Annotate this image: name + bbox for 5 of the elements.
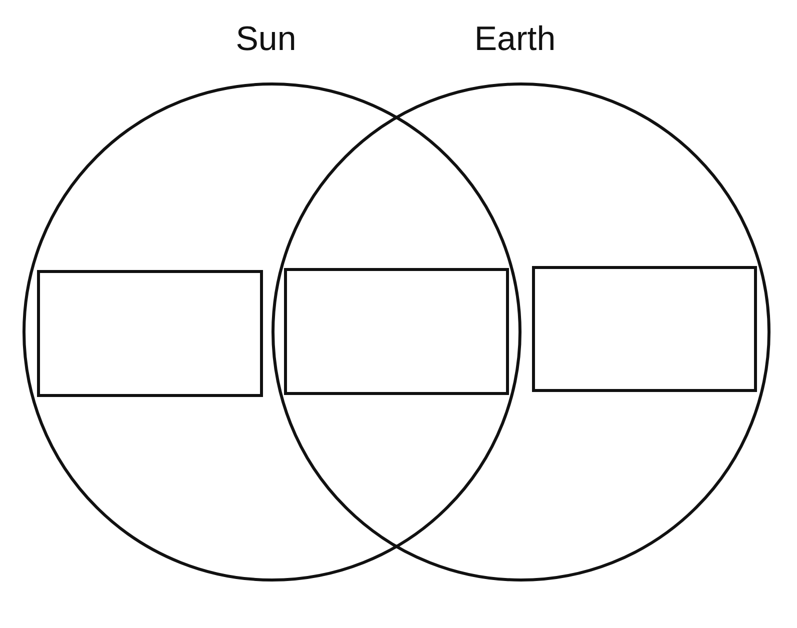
answer-box bbox=[284, 268, 509, 395]
circle-label: Earth bbox=[474, 20, 556, 59]
answer-box bbox=[532, 266, 757, 392]
answer-box bbox=[37, 270, 263, 397]
circle-label: Sun bbox=[236, 20, 296, 59]
